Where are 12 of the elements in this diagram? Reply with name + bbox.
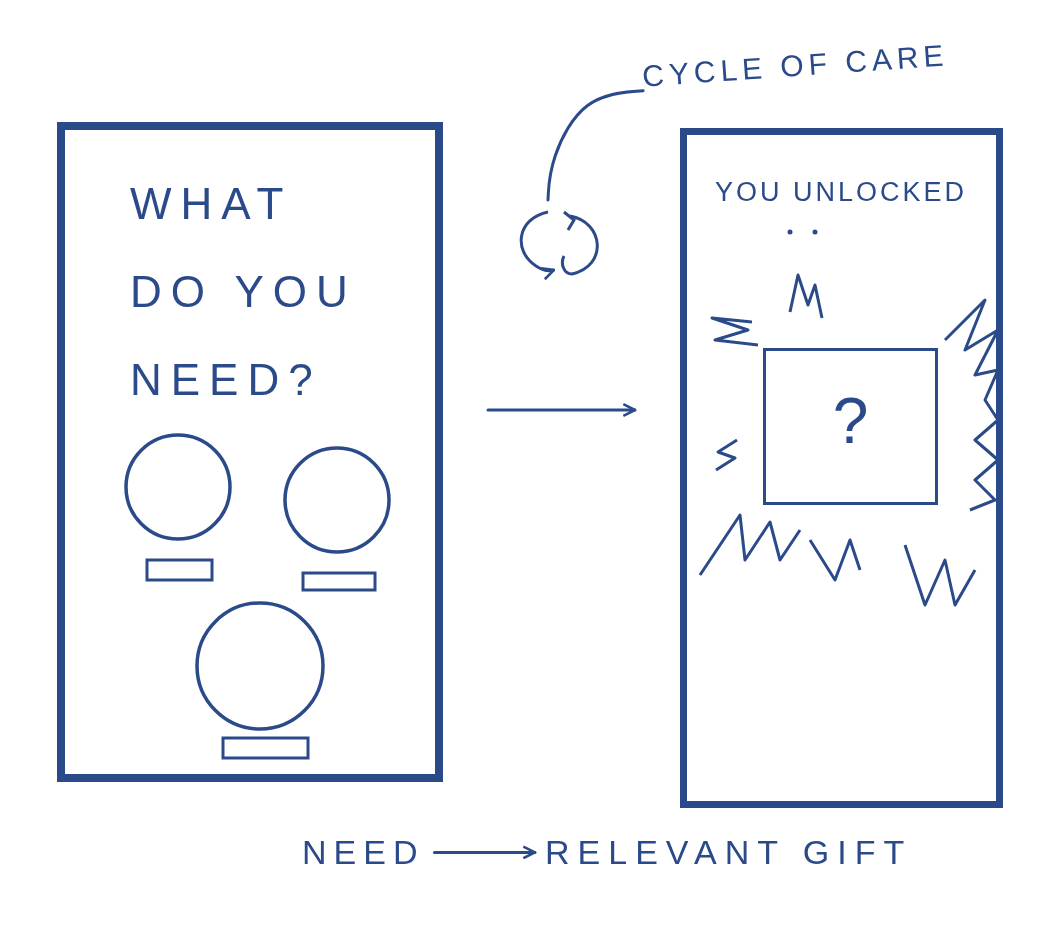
phone-screen <box>680 128 1003 808</box>
mystery-box <box>763 348 938 505</box>
phone-screen <box>57 122 443 782</box>
flow-text: RELEVANT GIFT <box>545 832 913 873</box>
annotation-text: CYCLE OF CARE <box>641 37 950 95</box>
status-text: YOU UNLOCKED <box>715 176 969 209</box>
flow-text: NEED <box>302 832 425 873</box>
question-mark: ? <box>831 386 870 456</box>
arrow <box>432 845 537 860</box>
arrow <box>486 402 637 418</box>
leader-line <box>546 89 645 202</box>
heading-text: WHAT DO YOU NEED? <box>130 178 358 406</box>
